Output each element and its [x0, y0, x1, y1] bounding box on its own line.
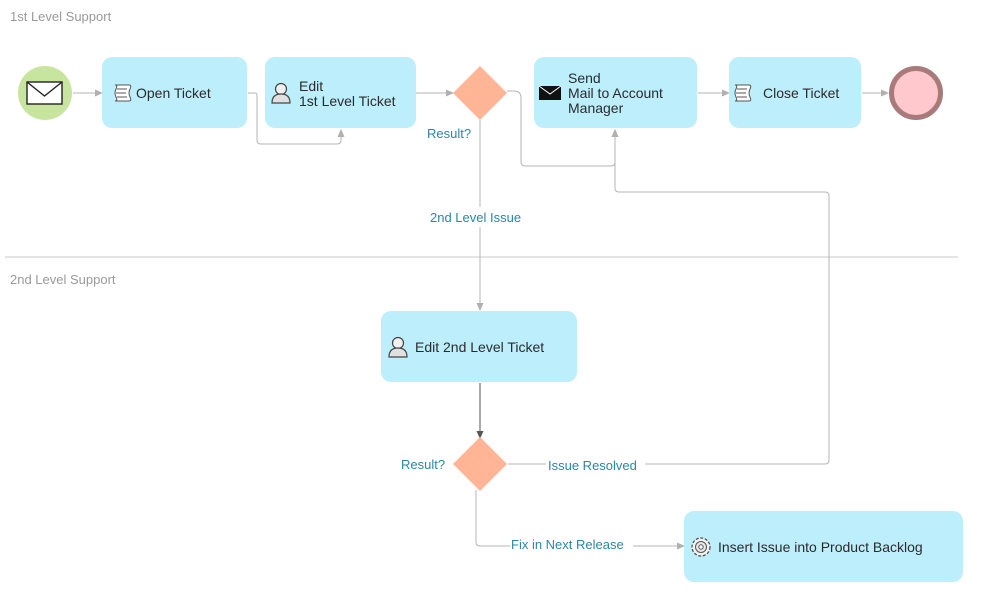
task-label-line3: Manager — [568, 100, 624, 116]
gateway-label-result-top: Result? — [427, 126, 471, 141]
edge-label-bg — [428, 207, 532, 227]
user-icon — [388, 336, 408, 358]
edge-issue-resolved — [611, 129, 830, 465]
task-label: Edit 2nd Level Ticket — [415, 339, 544, 355]
task-open-ticket[interactable]: Open Ticket — [102, 57, 247, 128]
gear-icon — [691, 537, 711, 557]
task-edit-1st-level-ticket[interactable]: Edit 1st Level Ticket — [265, 57, 416, 128]
edge-fix-next-release — [475, 490, 684, 546]
user-icon — [271, 82, 291, 104]
script-icon — [114, 84, 132, 102]
task-label-line2: Mail to Account — [568, 85, 663, 101]
gateway-result-top[interactable] — [453, 66, 507, 120]
lane-label-1st-level: 1st Level Support — [10, 9, 112, 24]
task-close-ticket[interactable]: Close Ticket — [729, 57, 861, 128]
envelope-icon — [26, 81, 63, 105]
task-edit-2nd-level-ticket[interactable]: Edit 2nd Level Ticket — [381, 311, 577, 382]
task-label-line1: Send — [568, 70, 601, 86]
gateway-label-result-bottom: Result? — [401, 457, 445, 472]
edge-gateway-to-send-mail — [507, 90, 619, 167]
lane-label-2nd-level: 2nd Level Support — [10, 272, 116, 287]
script-icon — [734, 84, 752, 102]
gateway-result-bottom[interactable] — [453, 437, 507, 491]
task-label-line2: 1st Level Ticket — [299, 93, 396, 109]
end-event[interactable] — [889, 66, 943, 120]
edges — [73, 89, 889, 546]
edge-open-to-edit-first — [248, 92, 345, 145]
task-label: Close Ticket — [763, 85, 839, 101]
edge-label-issue-resolved: Issue Resolved — [548, 458, 637, 473]
task-insert-backlog[interactable]: Insert Issue into Product Backlog — [684, 511, 963, 582]
task-send-mail[interactable]: Send Mail to Account Manager — [534, 57, 697, 128]
envelope-filled-icon — [538, 85, 562, 100]
task-label: Insert Issue into Product Backlog — [718, 539, 923, 555]
edge-label-fix-next-release: Fix in Next Release — [511, 537, 624, 552]
task-label-line1: Edit — [299, 78, 323, 94]
task-label: Open Ticket — [136, 85, 211, 101]
edge-label-2nd-level-issue: 2nd Level Issue — [430, 210, 521, 225]
start-event[interactable] — [18, 66, 72, 120]
